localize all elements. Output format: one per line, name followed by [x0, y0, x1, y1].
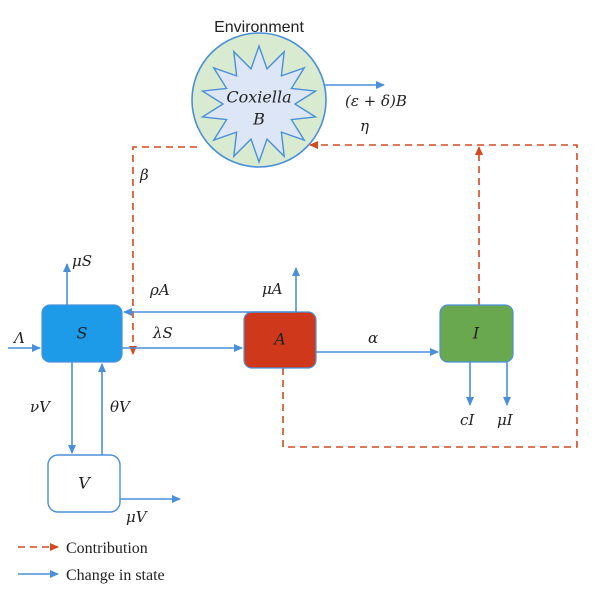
rho-a-label: ρA — [149, 281, 170, 299]
compartment-s — [41, 304, 123, 363]
mu-i-label: μI — [497, 411, 514, 429]
c-i-label: cI — [460, 411, 475, 429]
legend-contribution-label: Contribution — [66, 540, 148, 557]
mu-a-label: μA — [262, 280, 283, 298]
compartment-i — [439, 304, 514, 363]
beta-contribution-line — [129, 146, 197, 355]
lambda-in-label: Λ — [12, 329, 25, 347]
theta-v-label: θV — [110, 398, 132, 416]
beta-label: β — [139, 166, 149, 184]
coxiella-burst-shape — [200, 43, 318, 165]
nu-v-label: νV — [30, 398, 52, 416]
compartment-i-label: I — [472, 324, 480, 343]
coxiella-b-label: B — [252, 110, 265, 129]
asymptomatic-contribution-line — [282, 141, 578, 448]
alpha-label: α — [368, 329, 378, 347]
lambda-s-label: λS — [152, 324, 173, 342]
environment-title: Environment — [214, 19, 304, 36]
compartment-v — [47, 454, 121, 513]
eta-label: η — [360, 117, 369, 135]
mu-s-label: μS — [72, 252, 92, 270]
decay-label: (ε + δ)B — [345, 92, 407, 110]
coxiella-label: Coxiella — [226, 88, 291, 107]
compartment-a-label: A — [272, 330, 286, 349]
mu-v-label: μV — [126, 508, 149, 526]
compartment-s-label: S — [77, 324, 88, 343]
compartment-v-label: V — [78, 474, 91, 493]
legend-change-label: Change in state — [66, 567, 165, 584]
